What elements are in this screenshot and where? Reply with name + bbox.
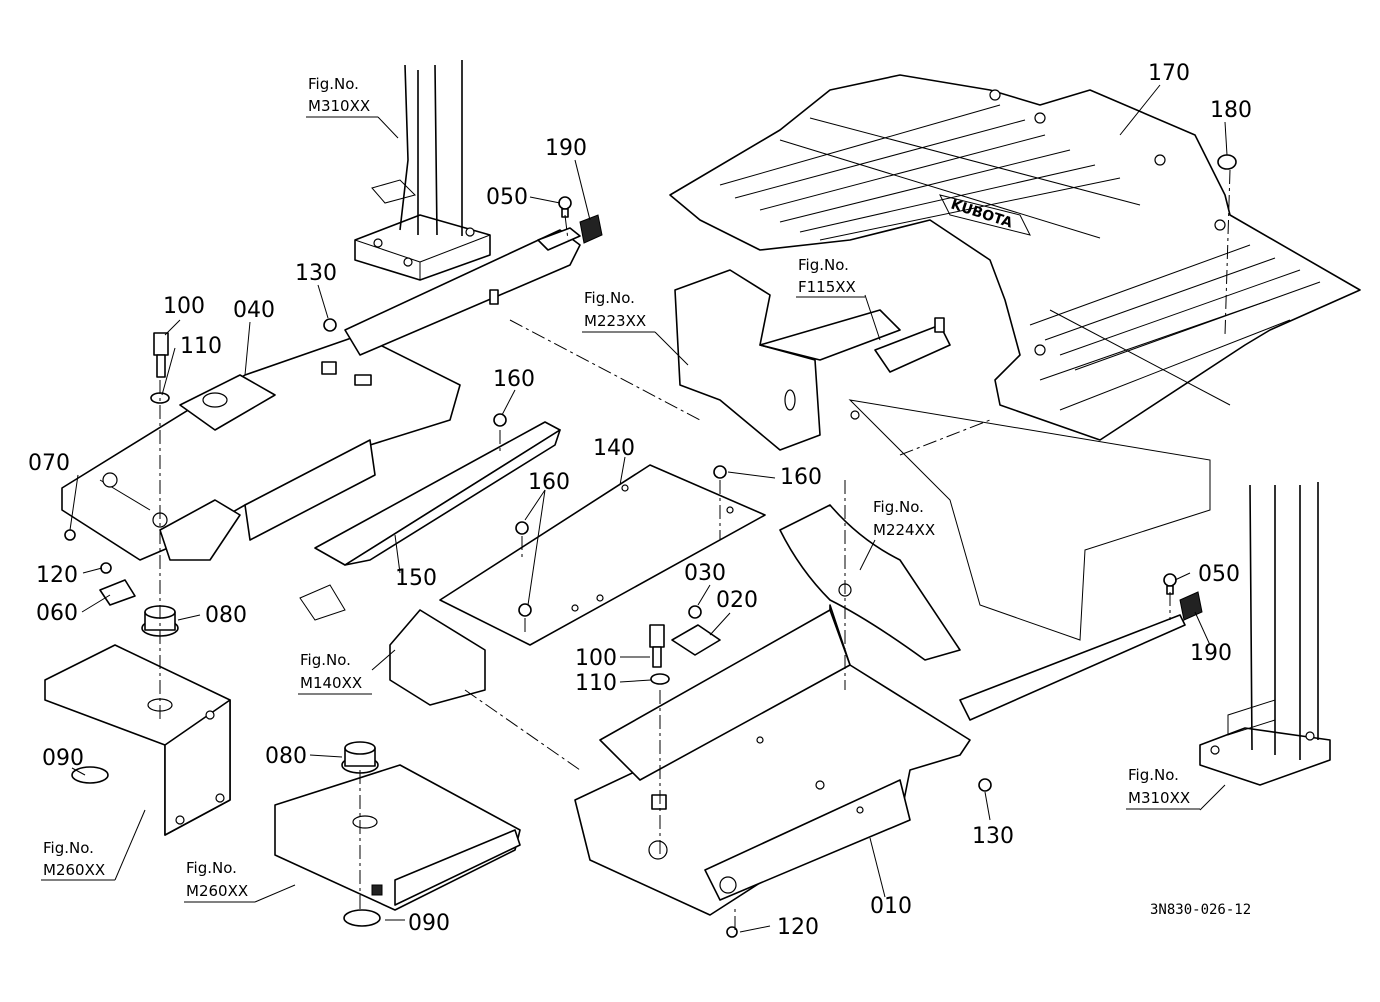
fig-ref-title: Fig.No. <box>308 75 359 93</box>
fig-ref-m310xx-top: Fig.No. M310XX <box>306 75 378 118</box>
part-label-150: 150 <box>395 566 437 591</box>
upper-left-frame-040 <box>61 227 581 561</box>
fig-ref-code: M260XX <box>186 882 248 900</box>
center-cover-panel <box>674 269 1211 641</box>
part-label-060: 060 <box>36 601 78 626</box>
part-label-190: 190 <box>545 136 587 161</box>
cushion-080-lower <box>341 741 379 774</box>
fig-ref-title: Fig.No. <box>873 498 924 516</box>
fasteners <box>64 154 1237 938</box>
fig-ref-f115xx: Fig.No. F115XX <box>796 256 865 298</box>
left-column-post <box>354 60 491 281</box>
part-label-010: 010 <box>870 894 912 919</box>
part-label-090: 090 <box>42 746 84 771</box>
fig-ref-title: Fig.No. <box>1128 766 1179 784</box>
part-label-090b: 090 <box>408 911 450 936</box>
lower-middle-bracket <box>274 764 521 911</box>
fig-ref-code: M260XX <box>43 861 105 879</box>
fig-ref-code: F115XX <box>798 278 856 296</box>
document-code: 3N830-026-12 <box>1150 902 1251 918</box>
mid-left-bracket <box>299 584 486 706</box>
fig-ref-title: Fig.No. <box>300 651 351 669</box>
floor-mat-170: KUBOTA <box>669 74 1361 441</box>
part-label-170: 170 <box>1148 61 1190 86</box>
cushion-080-left <box>141 605 179 637</box>
part-label-050: 050 <box>486 185 528 210</box>
part-label-130: 130 <box>295 261 337 286</box>
part-label-160b: 160 <box>528 470 570 495</box>
cover-plate-150 <box>314 421 561 566</box>
floor-plate-140 <box>439 464 766 646</box>
part-label-040: 040 <box>233 298 275 323</box>
fig-ref-title: Fig.No. <box>798 256 849 274</box>
part-label-050b: 050 <box>1198 562 1240 587</box>
part-label-130b: 130 <box>972 824 1014 849</box>
fig-ref-code: M140XX <box>300 674 362 692</box>
fig-ref-code: M310XX <box>1128 789 1190 807</box>
part-label-120: 120 <box>36 563 78 588</box>
fig-ref-code: M224XX <box>873 521 935 539</box>
center-lines <box>159 169 1231 930</box>
fig-ref-title: Fig.No. <box>43 839 94 857</box>
part-label-020: 020 <box>716 588 758 613</box>
part-label-160: 160 <box>493 367 535 392</box>
fig-ref-title: Fig.No. <box>186 859 237 877</box>
fig-ref-code: M223XX <box>584 312 646 330</box>
part-label-110b: 110 <box>575 671 617 696</box>
part-number-labels: 170 180 190 050 130 100 040 110 160 140 … <box>28 61 1252 940</box>
part-label-080b: 080 <box>265 744 307 769</box>
main-frame-010 <box>574 604 1186 916</box>
part-label-030: 030 <box>684 561 726 586</box>
part-label-160c: 160 <box>780 465 822 490</box>
fig-ref-m310xx-right: Fig.No. M310XX <box>1126 766 1200 810</box>
part-label-100: 100 <box>163 294 205 319</box>
fig-ref-m224xx: Fig.No. M224XX <box>873 498 935 539</box>
part-label-190b: 190 <box>1190 641 1232 666</box>
part-label-080: 080 <box>205 603 247 628</box>
part-label-120b: 120 <box>777 915 819 940</box>
washer-090-left <box>71 766 109 784</box>
part-label-110: 110 <box>180 334 222 359</box>
fig-ref-title: Fig.No. <box>584 289 635 307</box>
part-label-070: 070 <box>28 451 70 476</box>
bolt-100-center <box>649 624 670 685</box>
leader-lines <box>69 84 1228 933</box>
fig-ref-m260xx-left: Fig.No. M260XX <box>41 839 115 881</box>
fig-ref-m260xx-lower: Fig.No. M260XX <box>184 859 255 903</box>
part-label-100b: 100 <box>575 646 617 671</box>
fig-ref-m223xx: Fig.No. M223XX <box>582 289 655 333</box>
lower-left-bracket <box>44 644 231 836</box>
right-column-post <box>1199 482 1331 786</box>
fig-ref-code: M310XX <box>308 97 370 115</box>
washer-090-lower <box>343 909 381 927</box>
part-label-180: 180 <box>1210 98 1252 123</box>
fig-ref-m140xx: Fig.No. M140XX <box>298 651 372 695</box>
part-label-140: 140 <box>593 436 635 461</box>
